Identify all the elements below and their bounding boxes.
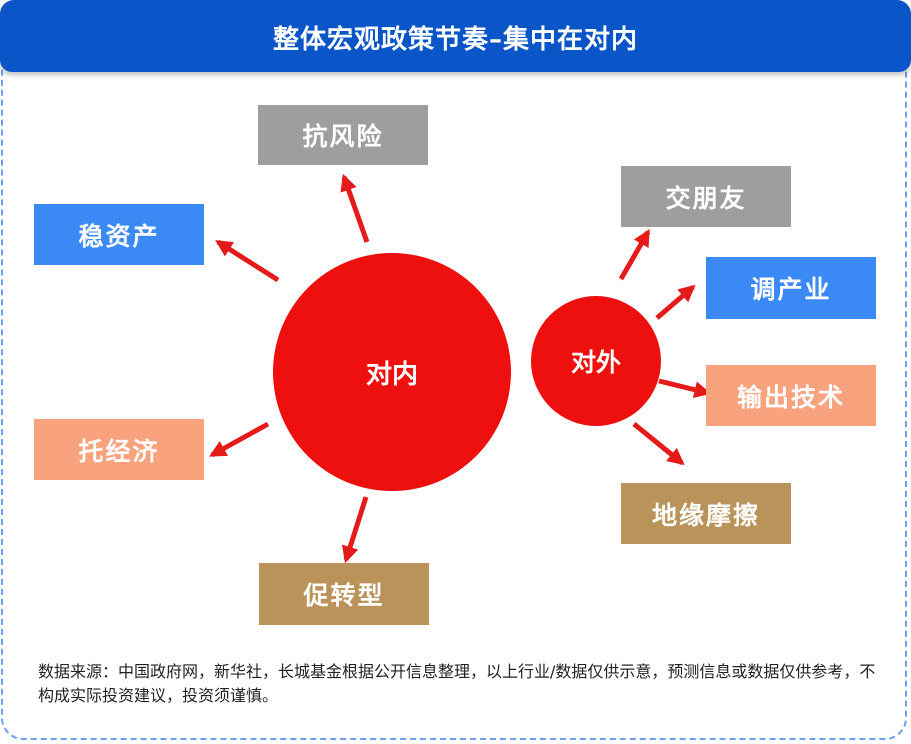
- outer-circle-label: 对外: [570, 348, 621, 377]
- box-jiaopengyou: 交朋友: [621, 166, 791, 227]
- arrow-to-cuzhuanxing: [342, 496, 369, 564]
- arrow-to-jiaopengyou: [618, 229, 651, 281]
- box-tuojingji: 托经济: [34, 419, 204, 480]
- box-diyuanmoca: 地缘摩擦: [621, 483, 791, 544]
- arrow-to-kangfengxian: [340, 173, 370, 243]
- arrow-to-tiaochanye: [655, 284, 696, 320]
- arrow-to-shuchujishu: [658, 378, 712, 399]
- box-tiaochanye: 调产业: [706, 257, 876, 319]
- source-footnote: 数据来源：中国政府网，新华社，长城基金根据公开信息整理，以上行业/数据仅供示意，…: [38, 662, 876, 705]
- box-cuzhuanxing: 促转型: [259, 563, 429, 625]
- page-title: 整体宏观政策节奏–集中在对内: [272, 25, 638, 55]
- arrow-to-wenzichan: [215, 239, 280, 283]
- inner-circle: 对内: [273, 253, 511, 491]
- box-shuchujishu: 输出技术: [706, 365, 876, 426]
- title-banner: 整体宏观政策节奏–集中在对内: [0, 0, 911, 72]
- arrow-to-diyuanmoca: [632, 422, 685, 466]
- arrow-to-tuojingji: [209, 421, 270, 458]
- box-kangfengxian: 抗风险: [258, 105, 428, 165]
- inner-circle-label: 对内: [365, 359, 418, 390]
- box-wenzichan: 稳资产: [34, 204, 204, 265]
- outer-circle: 对外: [531, 296, 661, 426]
